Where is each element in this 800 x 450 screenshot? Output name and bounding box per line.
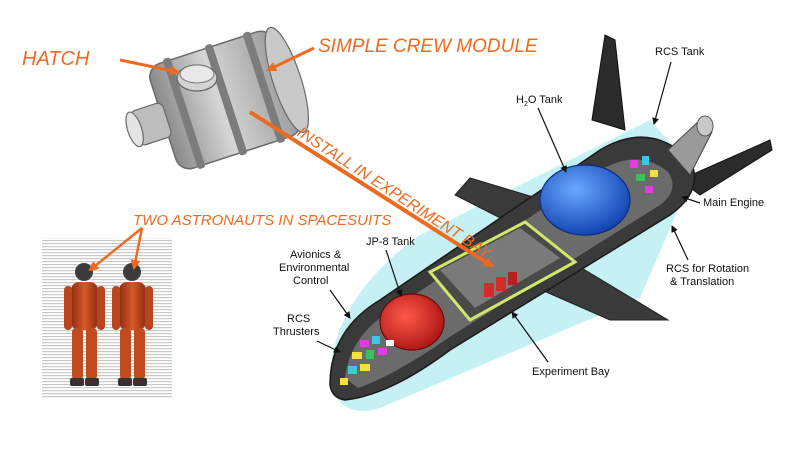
callout-astronauts-arrow-left [88,227,143,272]
astronauts-figure [42,238,172,398]
label-avionics-1: Avionics & [290,249,342,261]
callout-astronauts: TWO ASTRONAUTS IN SPACESUITS [133,212,391,229]
h2o-tank [539,164,631,236]
label-rcs-thrusters-2: Thrusters [273,326,320,338]
label-rcs-rotation-2: & Translation [670,276,734,288]
label-rcs-thrusters-1: RCS [287,313,310,325]
callout-astronauts-arrow-right [130,227,144,270]
label-h2o-tank-arrow [537,107,567,173]
callout-crew-module: SIMPLE CREW MODULE [318,36,538,57]
tail-fin-upper [591,34,626,131]
label-jp8-tank: JP-8 Tank [366,236,415,248]
astronaut-right [112,263,153,386]
label-rcs-rotation-1: RCS for Rotation [666,263,749,275]
label-main-engine: Main Engine [703,197,764,209]
label-jp8-tank-arrow [385,249,403,297]
avionics-components [340,336,394,385]
jp8-tank [379,293,445,351]
label-rcs-tank-arrow [652,61,672,125]
label-rcs-tank: RCS Tank [655,46,705,58]
label-rcs-thrusters-arrow [316,340,341,353]
tail-fin-lower [679,139,773,196]
label-main-engine-arrow [681,195,701,204]
label-experiment-bay: Experiment Bay [532,366,610,378]
label-h2o-tank: H2O Tank [516,94,563,108]
label-avionics-2: Environmental [279,262,349,274]
aft-components [630,156,658,193]
callout-hatch-arrow [119,58,180,76]
astronaut-left [64,263,105,386]
callout-install-arrow [248,110,494,268]
callout-hatch: HATCH [22,48,90,70]
crew-module [125,26,310,170]
callout-crew-module-arrow [266,46,315,72]
spaceplane [329,34,773,411]
label-avionics-arrow [329,289,351,319]
label-avionics-3: Control [293,275,328,287]
label-experiment-bay-arrow [511,311,549,363]
label-rcs-rotation-arrow [671,225,689,261]
